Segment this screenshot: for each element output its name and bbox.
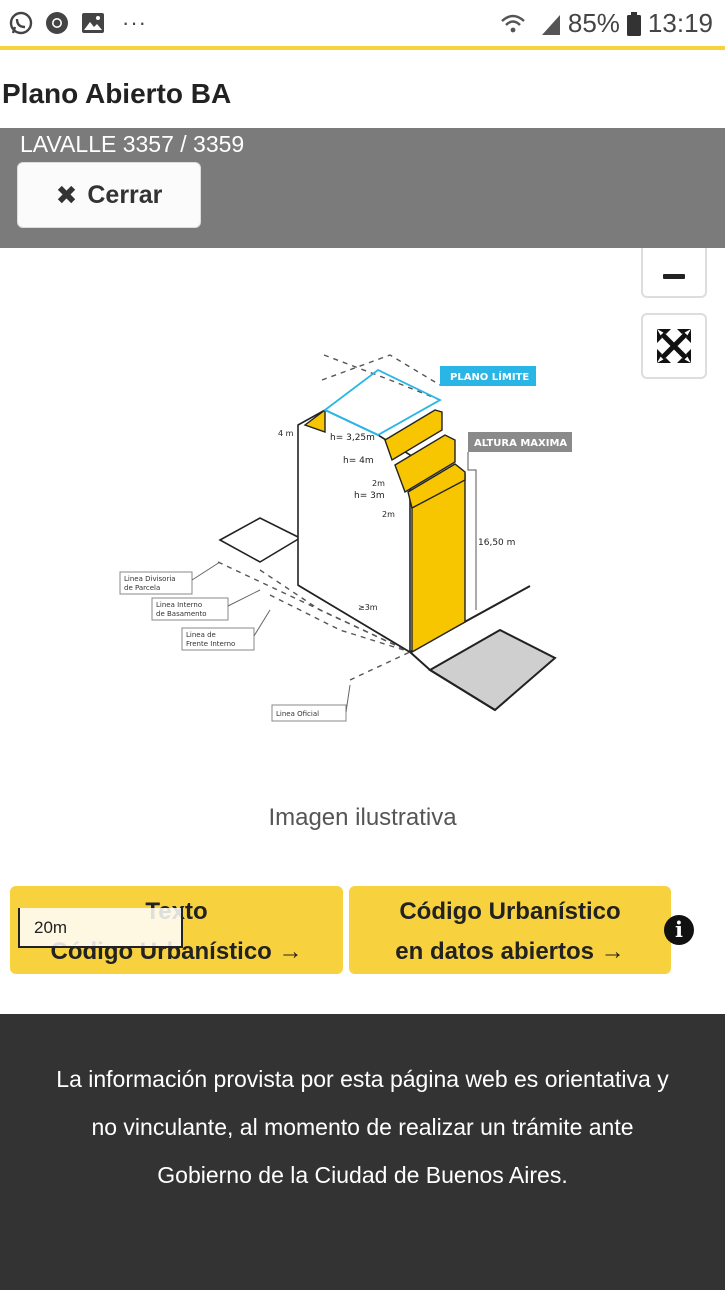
minus-icon [663, 273, 685, 279]
divisoria-label-2: de Parcela [124, 584, 160, 592]
system-indicators: 85% 13:19 [500, 8, 713, 39]
illustration-caption: Imagen ilustrativa [268, 804, 457, 831]
notification-icons: ··· [8, 10, 147, 36]
altura-maxima-label: ALTURA MAXIMA [474, 438, 567, 449]
h3-label: h= 3m [354, 491, 385, 501]
app-title: Plano Abierto BA [2, 78, 232, 109]
right-button-line2: en datos abiertos → [395, 938, 625, 965]
map-scale: 20m [18, 908, 183, 948]
footer [0, 1014, 725, 1290]
zoom-out-button[interactable] [641, 248, 707, 298]
x3m-label: ≥3m [358, 603, 378, 612]
close-button-label: Cerrar [87, 180, 163, 209]
image-icon [82, 13, 104, 33]
status-bar: ··· 85% 13:19 [0, 0, 725, 50]
whatsapp-icon [9, 11, 33, 35]
fullscreen-button[interactable] [641, 313, 707, 379]
expand-icon [657, 329, 691, 363]
height-1650-label: 16,50 m [478, 538, 515, 548]
interno-label-2: de Basamento [156, 610, 207, 618]
signal-icon [541, 14, 560, 35]
close-icon: ✖ [55, 179, 78, 210]
divisoria-label-1: Linea Divisoria [124, 575, 176, 583]
oficial-label: Linea Oficial [276, 710, 319, 718]
building-illustration: PLANO LÍMITE ALTURA MAXIMA h= 3,25m h= 4… [119, 354, 572, 722]
close-button[interactable]: ✖ Cerrar [17, 162, 201, 228]
h4-label: h= 4m [343, 456, 374, 466]
overflow-indicator: ··· [122, 10, 147, 35]
app-header [0, 54, 725, 128]
wifi-icon [501, 14, 525, 32]
m4-label: 4 m [278, 429, 294, 438]
plano-limite-label: PLANO LÍMITE [450, 370, 529, 383]
battery-percent: 85% [567, 8, 620, 38]
disclaimer-text: La información provista por esta página … [56, 1066, 669, 1188]
battery-icon [626, 11, 641, 36]
parcel-address: LAVALLE 3357 / 3359 [20, 131, 245, 157]
m2a-label: 2m [372, 479, 385, 488]
m2b-label: 2m [382, 510, 395, 519]
info-icon[interactable]: i [664, 915, 694, 945]
h325-label: h= 3,25m [330, 433, 375, 443]
interno-label-1: Linea Interno [156, 601, 202, 609]
open-data-button[interactable]: Código Urbanístico en datos abiertos → [349, 886, 671, 974]
chrome-icon [46, 12, 68, 34]
frente-label-2: Frente Interno [186, 640, 235, 648]
clock: 13:19 [647, 8, 713, 38]
right-button-line1: Código Urbanístico [399, 898, 621, 925]
frente-label-1: Linea de [186, 631, 216, 639]
